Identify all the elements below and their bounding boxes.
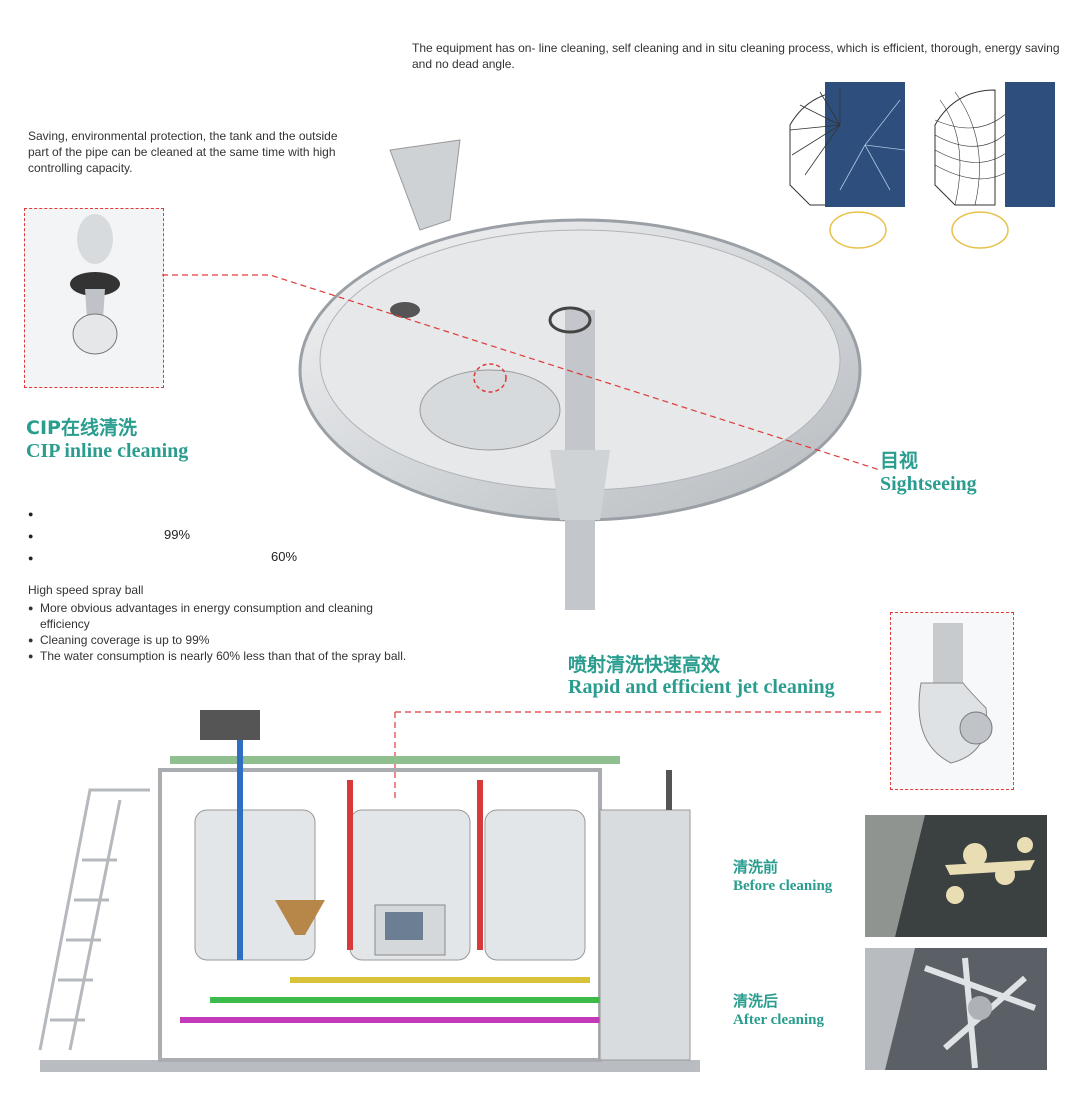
jet-heading-en: Rapid and efficient jet cleaning [568,676,835,698]
after-label-en: After cleaning [733,1012,824,1028]
bullet-item-1: ● [28,509,34,519]
spray-item-2: Cleaning coverage is up to 99% [28,632,418,648]
before-cleaning-photo [865,815,1047,937]
nozzle-detail-box [24,208,164,388]
spray-item-1: More obvious advantages in energy consum… [28,600,418,632]
sightseeing-heading-en: Sightseeing [880,473,977,495]
spray-section: High speed spray ball More obvious advan… [28,582,418,664]
cip-skid-illustration [30,700,710,1090]
jet-nozzle-detail-box [890,612,1014,790]
after-label-cn: 清洗后 [733,992,779,1010]
before-label-en: Before cleaning [733,878,833,894]
cip-heading-en: CIP inline cleaning [26,440,189,462]
tank-lid-illustration [280,110,880,610]
before-label-cn: 清洗前 [733,858,779,876]
bullet-list-top: ● ●99% ●60% [28,505,328,571]
intro-text: The equipment has on- line cleaning, sel… [412,41,1060,71]
saving-text: Saving, environmental protection, the ta… [28,129,338,175]
after-cleaning-photo [865,948,1047,1070]
spray-title: High speed spray ball [28,583,144,597]
jet-heading-cn: 喷射清洗快速高效 [568,654,721,676]
cip-heading-cn: CIP在线清洗 [26,417,137,439]
bullet-item-3: ●60% [28,549,298,564]
bullet-item-2: ●99% [28,527,191,542]
spray-pattern-diagrams [780,80,1060,250]
sightseeing-heading-cn: 目视 [880,450,919,472]
spray-item-3: The water consumption is nearly 60% less… [28,648,418,664]
